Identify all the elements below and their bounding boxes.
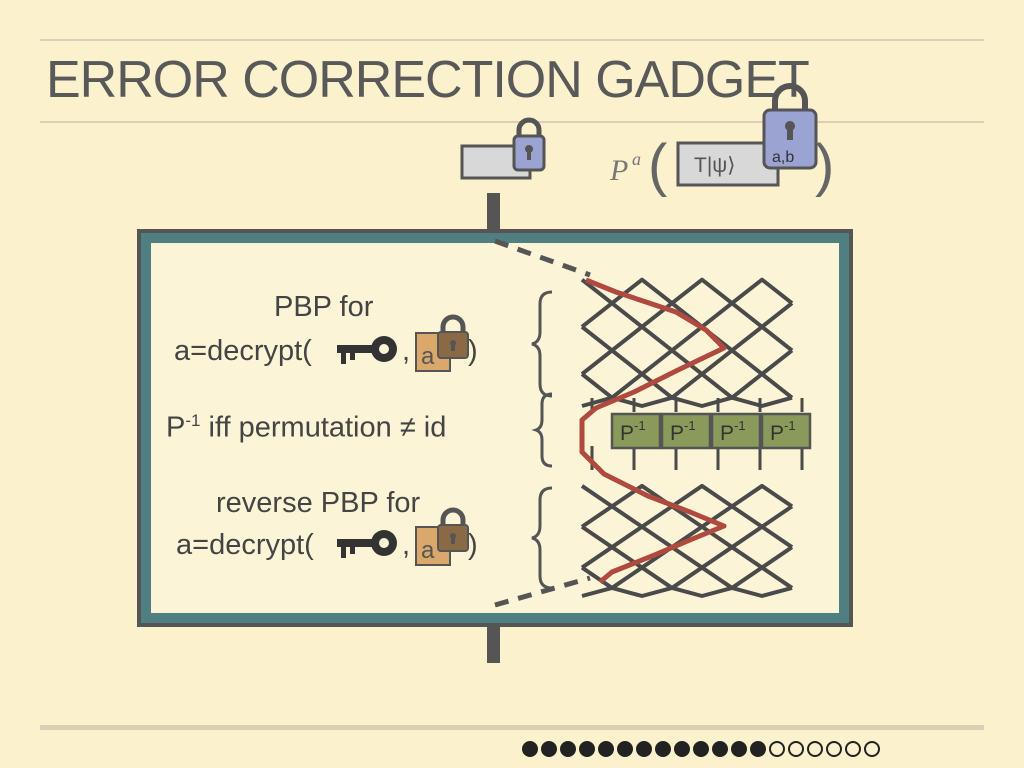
large-lock-label: a,b <box>772 149 794 166</box>
p-inverse-block <box>710 412 762 450</box>
zoom-line-top <box>494 238 591 278</box>
blue-lock-icon <box>512 117 546 172</box>
p-inverse-block-label: P <box>670 422 684 445</box>
lower-network-wire <box>580 545 794 570</box>
slide-nav-dot[interactable] <box>636 741 652 757</box>
slide-nav-dot[interactable] <box>788 741 804 757</box>
p-inverse-block-superscript: -1 <box>734 418 746 433</box>
upper-network-wire <box>580 277 794 306</box>
permutation-network <box>579 277 804 598</box>
p-inverse-block-superscript: -1 <box>684 418 696 433</box>
brace-bottom <box>531 486 553 590</box>
blue-lock-large-icon <box>762 83 818 170</box>
state-box <box>676 141 780 187</box>
formula-right-paren: ) <box>815 133 834 198</box>
highlighted-path <box>579 277 727 584</box>
zoom-line-bottom <box>494 575 591 608</box>
slide-nav-dot[interactable] <box>655 741 671 757</box>
row3-line1: reverse PBP for <box>216 487 421 519</box>
key-icon-row3 <box>337 530 397 558</box>
formula-left-paren: ( <box>648 133 667 198</box>
p-inverse-block <box>610 412 662 450</box>
lower-network-wire <box>580 565 794 590</box>
footer-rule <box>40 725 984 730</box>
row2-superscript: -1 <box>185 411 201 430</box>
upper-network-wire <box>580 301 794 329</box>
row1-lock-label: a <box>421 343 435 370</box>
row1-suffix: ) <box>468 335 478 367</box>
state-label: T|ψ⟩ <box>694 154 735 177</box>
lower-network-wire <box>580 524 794 550</box>
input-wire-stem <box>487 193 500 231</box>
orange-lock-icon-row3 <box>415 507 469 566</box>
formula-superscript: a <box>632 149 641 169</box>
slide-nav-dot[interactable] <box>826 741 842 757</box>
slide-nav-dot[interactable] <box>807 741 823 757</box>
row1-line1: PBP for <box>274 291 374 323</box>
row2-rest: iff permutation ≠ id <box>200 411 447 444</box>
top-rule <box>40 39 984 41</box>
row3-separator: , <box>402 529 411 561</box>
p-inverse-block-superscript: -1 <box>634 418 646 433</box>
p-inverse-block-label: P <box>770 422 784 445</box>
p-inverse-block <box>760 412 812 450</box>
slide-nav-dot[interactable] <box>693 741 709 757</box>
slide-progress-dots <box>522 741 880 757</box>
row2-text: P-1 iff permutation ≠ id <box>166 411 446 445</box>
slide-nav-dot[interactable] <box>750 741 766 757</box>
slide-nav-dot[interactable] <box>522 741 538 757</box>
p-inverse-block <box>660 412 712 450</box>
formula-operator: P <box>609 154 628 187</box>
lower-network-wire <box>580 483 794 509</box>
title-rule <box>40 121 984 123</box>
row2-base: P <box>166 411 186 444</box>
brace-top <box>531 290 553 398</box>
slide-nav-dot[interactable] <box>674 741 690 757</box>
row3-lock-label: a <box>421 537 435 564</box>
lower-network-wire <box>581 585 793 598</box>
slide-nav-dot[interactable] <box>845 741 861 757</box>
key-icon-row1 <box>337 336 397 364</box>
slide-nav-dot[interactable] <box>598 741 614 757</box>
row3-suffix: ) <box>468 529 478 561</box>
slide-title: ERROR CORRECTION GADGET <box>46 51 810 109</box>
p-inverse-block-superscript: -1 <box>784 418 796 433</box>
slide-nav-dot[interactable] <box>769 741 785 757</box>
p-inverse-block-label: P <box>720 422 734 445</box>
row3-line2-prefix: a=decrypt( <box>176 529 314 561</box>
slide-nav-dot[interactable] <box>731 741 747 757</box>
output-wire-stem <box>487 627 500 663</box>
row1-separator: , <box>402 335 411 367</box>
slide-nav-dot[interactable] <box>712 741 728 757</box>
lower-network-wire <box>580 504 794 529</box>
slide-nav-dot[interactable] <box>541 741 557 757</box>
upper-network-wire <box>580 348 794 377</box>
upper-network-wire <box>580 372 794 400</box>
upper-network-wire <box>580 324 794 353</box>
slide-nav-dot[interactable] <box>864 741 880 757</box>
orange-lock-icon-row1 <box>415 314 469 372</box>
p-inverse-block-label: P <box>620 422 634 445</box>
slide-nav-dot[interactable] <box>560 741 576 757</box>
brace-middle <box>531 392 553 468</box>
slide-nav-dot[interactable] <box>617 741 633 757</box>
slide-nav-dot[interactable] <box>579 741 595 757</box>
row1-line2-prefix: a=decrypt( <box>174 335 312 367</box>
